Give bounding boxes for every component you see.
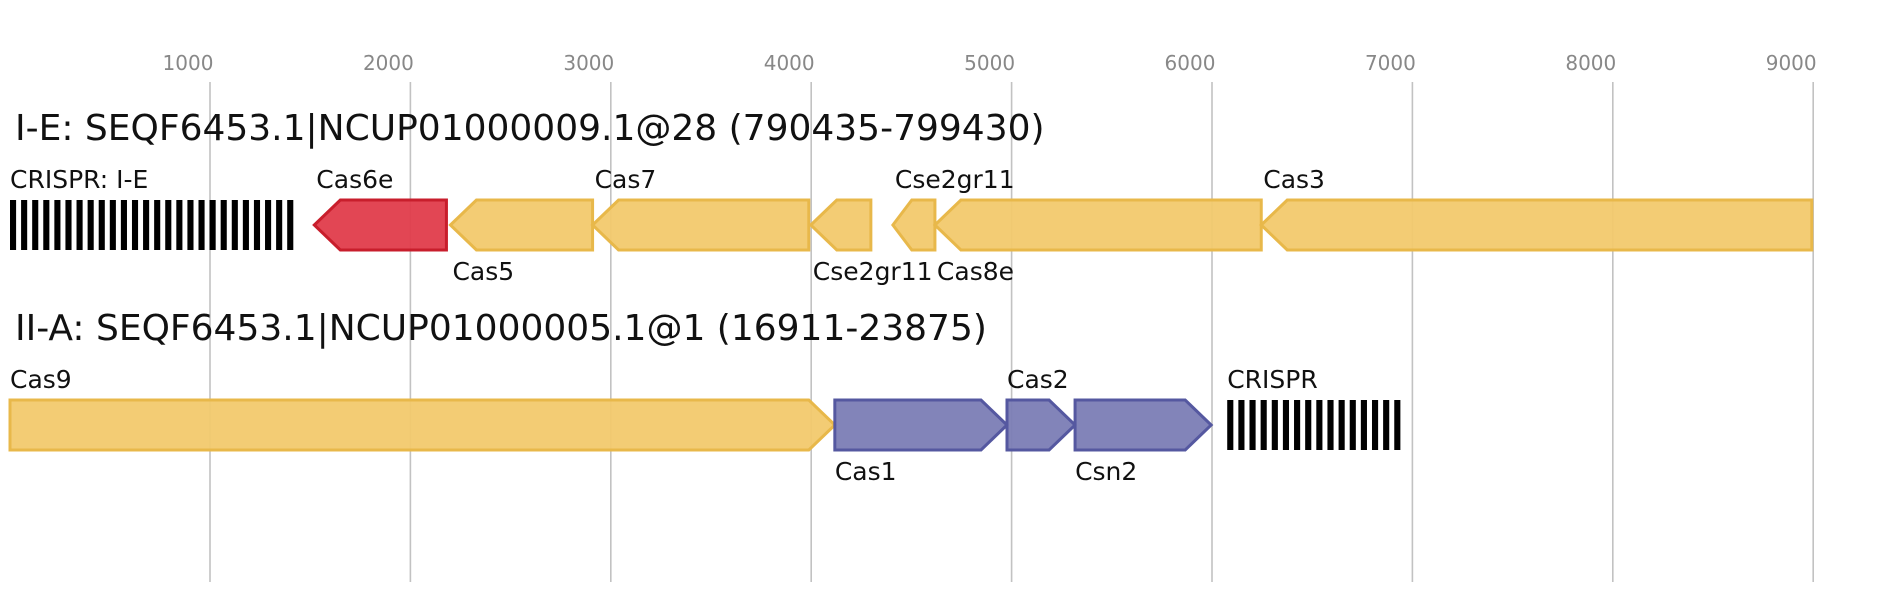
crispr-repeat xyxy=(1349,400,1356,450)
gene-label: Cse2gr11 xyxy=(895,165,1015,194)
crispr-array[interactable] xyxy=(10,200,294,250)
gene-label: Cas9 xyxy=(10,365,72,394)
gene-label: Cas8e xyxy=(937,257,1014,286)
tick-label: 9000 xyxy=(1766,51,1817,75)
gene-cas2-arrow[interactable] xyxy=(1005,398,1078,452)
gene-label: Cas7 xyxy=(595,165,657,194)
gene-cas3-arrow[interactable] xyxy=(1259,198,1814,252)
crispr-repeat xyxy=(209,200,216,250)
gene-cas6e-arrow[interactable] xyxy=(312,198,448,252)
crispr-repeat xyxy=(1249,400,1256,450)
crispr-repeat xyxy=(1360,400,1367,450)
crispr-repeat xyxy=(198,200,205,250)
tick-label: 7000 xyxy=(1365,51,1416,75)
gene-cas5-arrow[interactable] xyxy=(448,198,595,252)
track-ie-title: I-E: SEQF6453.1|NCUP01000009.1@28 (79043… xyxy=(15,108,1045,149)
crispr-repeat xyxy=(1383,400,1390,450)
crispr-repeat xyxy=(287,200,294,250)
crispr-repeat xyxy=(220,200,227,250)
gene-cse2gr11-arrow[interactable] xyxy=(808,198,873,252)
crispr-repeat xyxy=(1227,400,1234,450)
track-iia: II-A: SEQF6453.1|NCUP01000005.1@1 (16911… xyxy=(8,308,1401,486)
crispr-repeat xyxy=(1238,400,1245,450)
tick-label: 4000 xyxy=(764,51,815,75)
gene-label: Cse2gr11 xyxy=(813,257,933,286)
crispr-repeat xyxy=(32,200,39,250)
crispr-repeat xyxy=(98,200,105,250)
tick-label: 3000 xyxy=(563,51,614,75)
crispr-repeat xyxy=(21,200,28,250)
crispr-repeat xyxy=(1371,400,1379,450)
track-iia-title: II-A: SEQF6453.1|NCUP01000005.1@1 (16911… xyxy=(15,308,987,349)
gene-label: Cas2 xyxy=(1007,365,1069,394)
crispr-repeat xyxy=(265,200,272,250)
crispr-repeat xyxy=(143,200,150,250)
crispr-label: CRISPR xyxy=(1227,365,1318,394)
track-ie: I-E: SEQF6453.1|NCUP01000009.1@28 (79043… xyxy=(10,108,1814,286)
crispr-repeat xyxy=(276,200,283,250)
crispr-repeat xyxy=(1305,400,1312,450)
crispr-repeat xyxy=(154,200,161,250)
crispr-repeat xyxy=(1271,400,1278,450)
crispr-repeat xyxy=(1394,400,1401,450)
crispr-repeat xyxy=(131,200,139,250)
tick-label: 2000 xyxy=(363,51,414,75)
crispr-repeat xyxy=(54,200,61,250)
crispr-repeat xyxy=(65,200,72,250)
crispr-repeat xyxy=(176,200,183,250)
gene-label: Cas6e xyxy=(316,165,393,194)
axis-tick-labels: 1000 2000 3000 4000 5000 6000 7000 8000 9000 xyxy=(163,51,1817,75)
gene-label: Cas3 xyxy=(1263,165,1325,194)
crispr-label: CRISPR: I-E xyxy=(10,165,148,194)
tick-label: 8000 xyxy=(1565,51,1616,75)
gene-csn2-arrow[interactable] xyxy=(1073,398,1214,452)
gene-cse2gr11-arrow[interactable] xyxy=(891,198,937,252)
crispr-repeat xyxy=(165,200,172,250)
crispr-array[interactable] xyxy=(1227,400,1401,450)
tick-label: 5000 xyxy=(964,51,1015,75)
crispr-repeat xyxy=(1294,400,1301,450)
crispr-repeat xyxy=(120,200,127,250)
axis-gridlines xyxy=(209,82,1814,582)
crispr-repeat xyxy=(1338,400,1345,450)
gene-label: Csn2 xyxy=(1075,457,1137,486)
gene-cas7-arrow[interactable] xyxy=(590,198,811,252)
crispr-repeat xyxy=(1260,400,1267,450)
gene-cas1-arrow[interactable] xyxy=(833,398,1010,452)
crispr-repeat xyxy=(1316,400,1323,450)
gene-cas8e-arrow[interactable] xyxy=(932,198,1263,252)
crispr-repeat xyxy=(1282,400,1290,450)
crispr-repeat xyxy=(242,200,249,250)
gene-label: Cas1 xyxy=(835,457,897,486)
tick-label: 6000 xyxy=(1165,51,1216,75)
crispr-repeat xyxy=(76,200,83,250)
crispr-repeat xyxy=(1327,400,1334,450)
crispr-repeat xyxy=(231,200,238,250)
gene-cas9-arrow[interactable] xyxy=(8,398,837,452)
crispr-repeat xyxy=(187,200,194,250)
crispr-repeat xyxy=(10,200,17,250)
gene-label: Cas5 xyxy=(452,257,514,286)
crispr-repeat xyxy=(87,200,94,250)
tick-label: 1000 xyxy=(163,51,214,75)
crispr-repeat xyxy=(43,200,50,250)
crispr-repeat xyxy=(253,200,261,250)
crispr-repeat xyxy=(109,200,116,250)
